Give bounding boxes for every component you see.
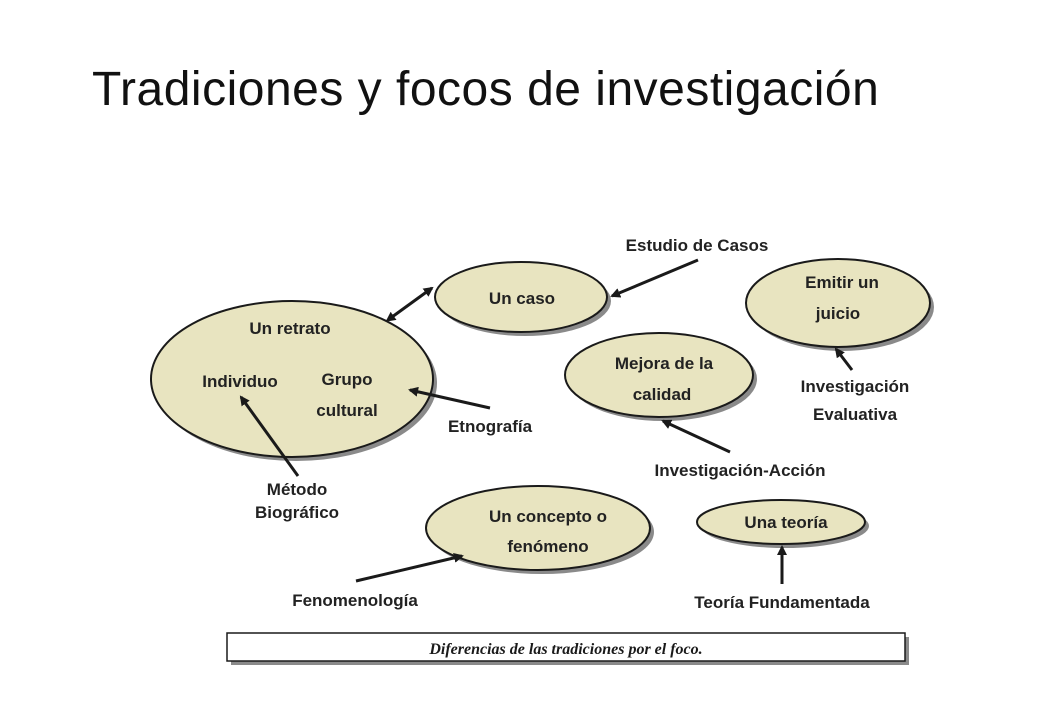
concepto-line2: fenómeno	[507, 537, 588, 556]
node-mejora-calidad: Mejora de la calidad	[564, 332, 757, 421]
un-caso-label: Un caso	[489, 289, 555, 308]
node-emitir-juicio: Emitir un juicio	[745, 258, 934, 351]
emitir-line2: juicio	[815, 304, 860, 323]
label-biografico: Biográfico	[255, 503, 339, 522]
node-concepto-fenomeno: Un concepto o fenómeno	[425, 485, 654, 574]
arrow-metodo-biografico	[239, 395, 300, 477]
arrow-estudio-casos	[610, 258, 699, 298]
arrow-etnografia	[408, 386, 491, 410]
arrow-inv-evaluativa	[834, 347, 854, 371]
label-etnografia: Etnografía	[448, 417, 533, 436]
caption-box: Diferencias de las tradiciones por el fo…	[226, 632, 909, 665]
mejora-line2: calidad	[633, 385, 692, 404]
node-un-caso: Un caso	[434, 261, 611, 336]
retrato-grupo: Grupo	[322, 370, 373, 389]
concepto-line1: Un concepto o	[489, 507, 607, 526]
slide-title: Tradiciones y focos de investigación	[92, 63, 880, 116]
una-teoria-label: Una teoría	[744, 513, 828, 532]
retrato-cultural: cultural	[316, 401, 377, 420]
arrow-fenomenologia	[355, 552, 464, 583]
retrato-title: Un retrato	[249, 319, 330, 338]
label-fenomenologia: Fenomenología	[292, 591, 418, 610]
caption-text: Diferencias de las tradiciones por el fo…	[428, 641, 702, 658]
emitir-line1: Emitir un	[805, 273, 879, 292]
mejora-line1: Mejora de la	[615, 354, 714, 373]
arrow-retrato-caso	[385, 286, 434, 322]
label-teoria-fundamentada: Teoría Fundamentada	[694, 593, 870, 612]
label-inv-accion: Investigación-Acción	[655, 461, 826, 480]
label-evaluativa: Evaluativa	[813, 405, 898, 424]
node-retrato: Un retrato Individuo Grupo cultural	[150, 300, 437, 461]
retrato-individuo: Individuo	[202, 372, 278, 391]
label-investigacion: Investigación	[801, 377, 910, 396]
node-una-teoria: Una teoría	[696, 499, 869, 548]
label-estudio-casos: Estudio de Casos	[626, 236, 769, 255]
label-metodo: Método	[267, 480, 327, 499]
arrow-inv-accion	[661, 419, 731, 454]
